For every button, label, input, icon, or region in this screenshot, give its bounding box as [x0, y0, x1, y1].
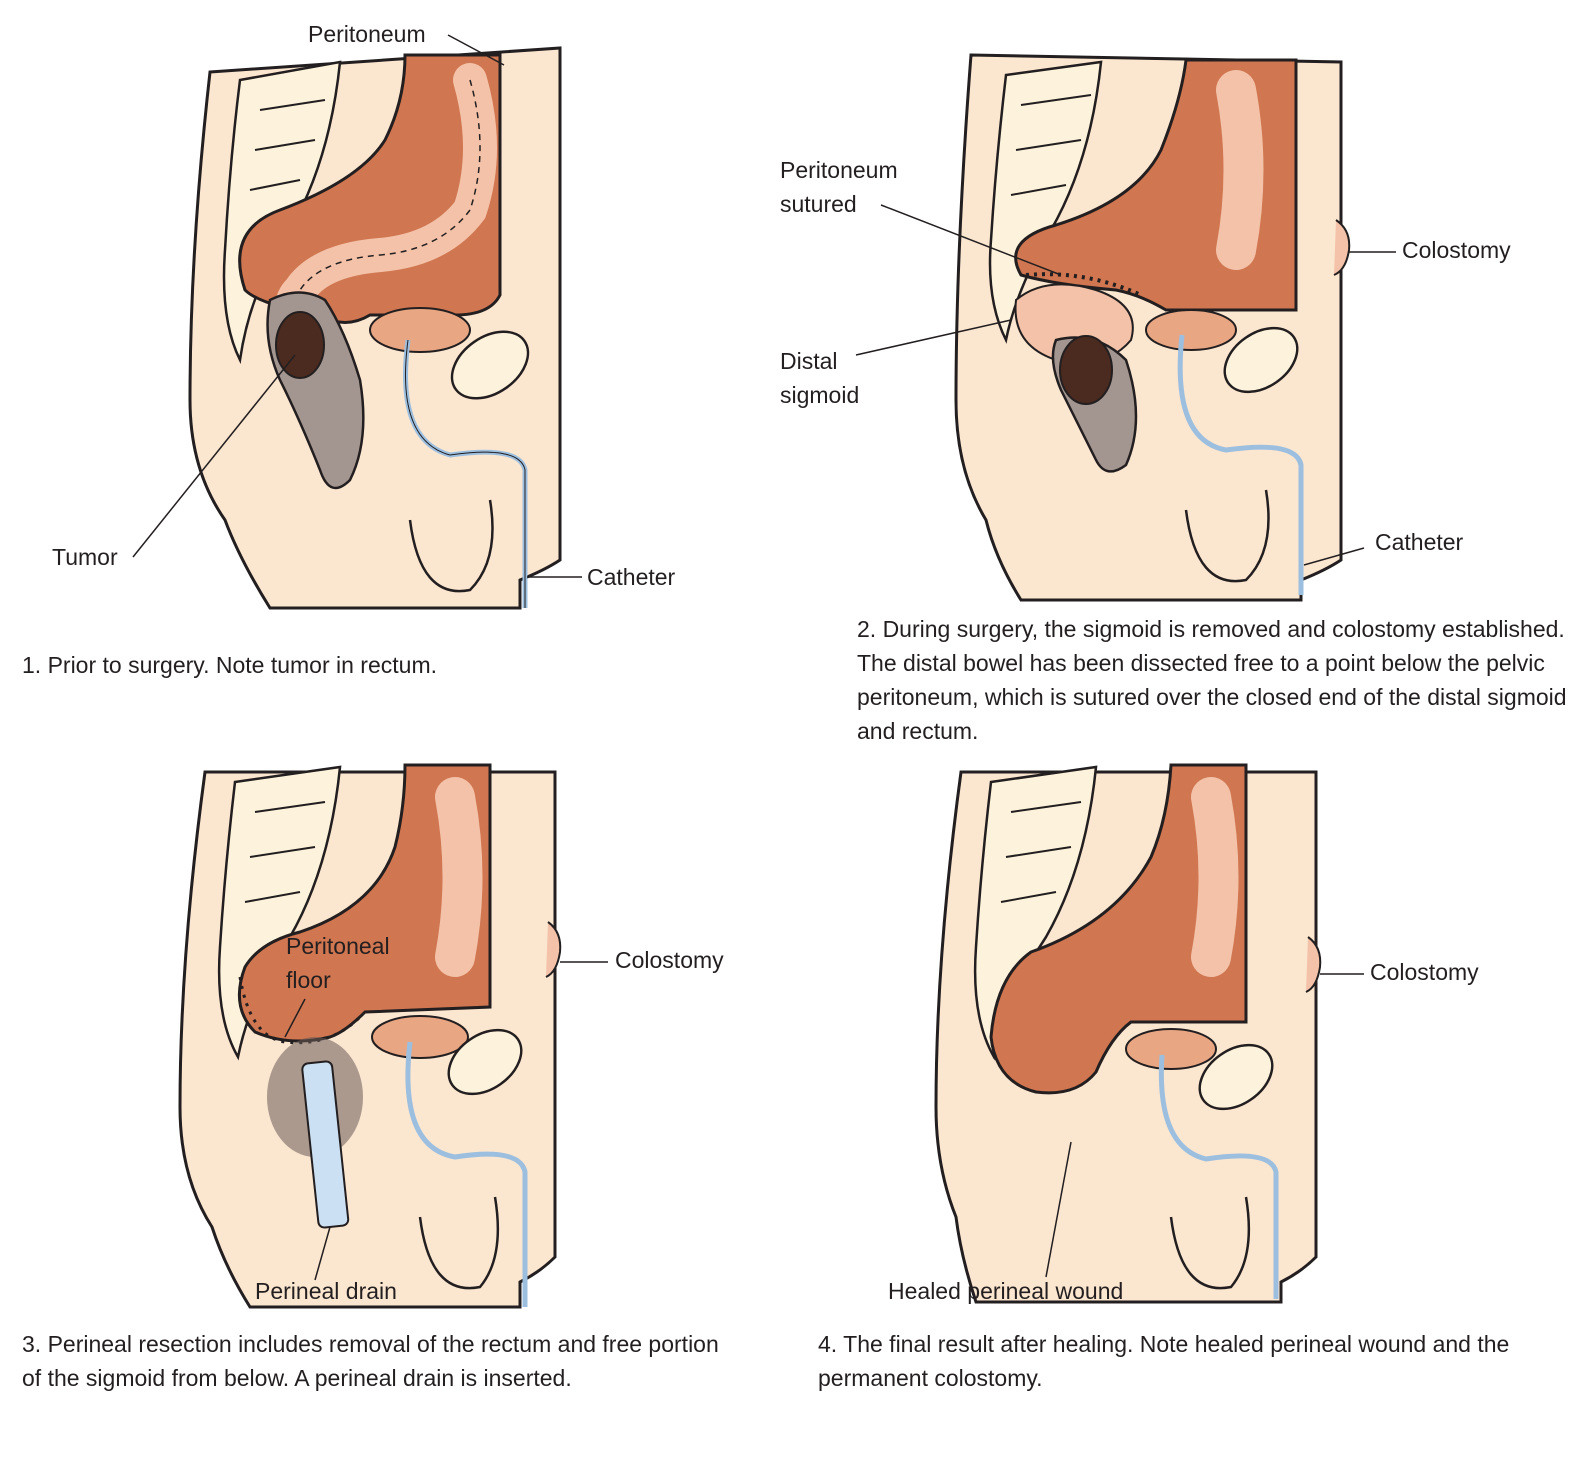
suture-line: [1025, 272, 1142, 297]
perineal-drain-leader: [314, 1226, 331, 1281]
tumor-mass: [275, 311, 325, 379]
colostomy-stoma: [545, 921, 562, 978]
label-perineal-drain: Perineal drain: [255, 1278, 397, 1304]
colostomy-stoma: [1305, 936, 1322, 993]
catheter-leader: [1303, 547, 1365, 566]
caption-panel-4: 4. The final result after healing. Note …: [818, 1331, 1510, 1391]
vertebra-lines: [1010, 94, 1092, 196]
caption-panel-2: 2. During surgery, the sigmoid is remove…: [857, 616, 1567, 744]
healed-wound-leader: [1045, 1141, 1072, 1278]
bladder: [371, 1015, 469, 1059]
colon: [1216, 70, 1264, 270]
label-colostomy: Colostomy: [1402, 237, 1511, 263]
catheter-tube: [1158, 1054, 1279, 1299]
anatomy-illustration-1: [132, 34, 582, 610]
label-healed-perineal-wound: Healed perineal wound: [888, 1278, 1124, 1304]
vertebra-lines: [249, 99, 326, 191]
anatomy-illustration-4: [934, 763, 1364, 1304]
catheter-outline: [405, 339, 526, 608]
peritoneum-sutured-leader: [880, 204, 1062, 276]
panel-perineal-resection: Peritoneal floor Colostomy Perineal drai…: [0, 737, 796, 1473]
pubic-bone: [1198, 1043, 1274, 1111]
pubic-bone: [1223, 326, 1299, 394]
catheter-tube: [405, 1041, 528, 1307]
perineal-drain: [301, 1060, 350, 1229]
panel-prior-to-surgery: Peritoneum Tumor Catheter 1. Prior to su…: [0, 0, 796, 736]
abdominal-cavity: [237, 763, 492, 1043]
vertebra-lines: [244, 801, 326, 903]
distal-sigmoid-leader: [855, 319, 1012, 356]
bladder: [369, 307, 471, 353]
peritoneum-leader: [447, 34, 505, 66]
label-catheter: Catheter: [587, 564, 676, 590]
abdominal-cavity: [989, 763, 1248, 1095]
vertebra-lines: [1000, 801, 1082, 903]
label-catheter: Catheter: [1375, 529, 1464, 555]
label-peritoneal-floor: Peritoneal floor: [286, 933, 390, 993]
tumor-leader: [132, 354, 296, 558]
panel-during-surgery: Peritoneum sutured Distal sigmoid Colost…: [780, 0, 1592, 744]
label-colostomy: Colostomy: [1370, 959, 1479, 985]
colon: [1191, 777, 1239, 977]
catheter-tube: [1177, 334, 1304, 595]
scrotum: [418, 1196, 500, 1290]
pubic-bone: [450, 330, 530, 400]
panel-final-result: Colostomy Healed perineal wound 4. The f…: [796, 737, 1592, 1473]
scrotum: [1184, 489, 1270, 583]
colon: [435, 777, 483, 977]
peritoneal-floor-leader: [284, 998, 306, 1038]
tumor-mass: [1059, 335, 1113, 405]
anatomy-illustration-2: [855, 53, 1396, 602]
anatomy-illustration-3: [178, 763, 608, 1309]
bladder: [1125, 1028, 1217, 1070]
scrotum: [408, 499, 494, 593]
colostomy-stoma: [1333, 219, 1351, 276]
pubic-bone: [447, 1028, 523, 1096]
bladder: [1145, 309, 1237, 351]
caption-panel-3: 3. Perineal resection includes removal o…: [22, 1331, 719, 1391]
caption-panel-1: 1. Prior to surgery. Note tumor in rectu…: [22, 652, 437, 678]
label-peritoneum-sutured: Peritoneum sutured: [780, 157, 898, 217]
label-peritoneum: Peritoneum: [308, 21, 426, 47]
scrotum: [1169, 1196, 1251, 1290]
label-distal-sigmoid: Distal sigmoid: [780, 348, 860, 408]
label-colostomy: Colostomy: [615, 947, 724, 973]
label-tumor: Tumor: [52, 544, 118, 570]
